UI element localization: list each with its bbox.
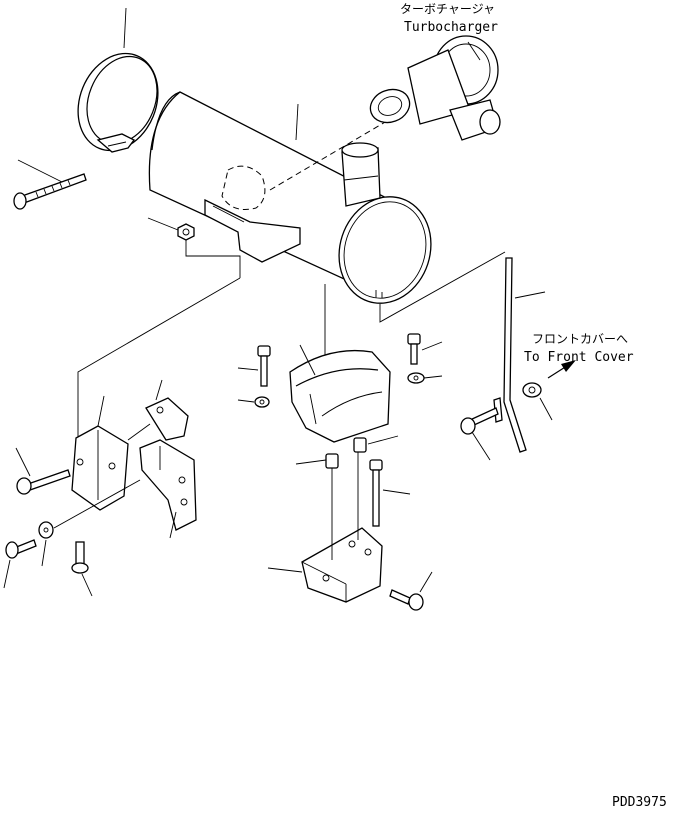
long-bolt-center (369, 459, 411, 527)
nut-upper (147, 217, 195, 241)
bolt-center-right (407, 333, 443, 384)
spacer-collars (295, 435, 399, 469)
muffler (148, 91, 432, 304)
front-cover-label-en: To Front Cover (524, 350, 634, 365)
bolt-center-left (237, 345, 271, 408)
hose-clamp (77, 7, 159, 153)
front-cover-arrow (547, 360, 576, 379)
turbocharger-label-en: Turbocharger (404, 20, 498, 35)
bolt-lower-right (389, 571, 433, 611)
turbocharger (369, 35, 501, 141)
bolt-left-lower (3, 539, 37, 589)
leader-lines (77, 240, 506, 470)
bolt-left-vertical (71, 541, 93, 597)
long-bolt (13, 159, 87, 210)
bolt-left-upper (15, 447, 71, 495)
left-bracket (71, 395, 129, 511)
muffler-saddle (289, 344, 391, 443)
drawing-code: PDD3975 (612, 795, 667, 810)
base-bracket (267, 452, 383, 603)
front-cover-label-jp: フロントカバーへ (532, 332, 628, 346)
upper-left-clip (127, 379, 189, 441)
washer-left (38, 479, 141, 567)
turbocharger-label-jp: ターボチャージャ (400, 2, 495, 16)
side-plate (139, 439, 197, 539)
rod-bracket (493, 257, 546, 453)
washer-right (522, 382, 553, 421)
bolt-right (460, 407, 499, 461)
